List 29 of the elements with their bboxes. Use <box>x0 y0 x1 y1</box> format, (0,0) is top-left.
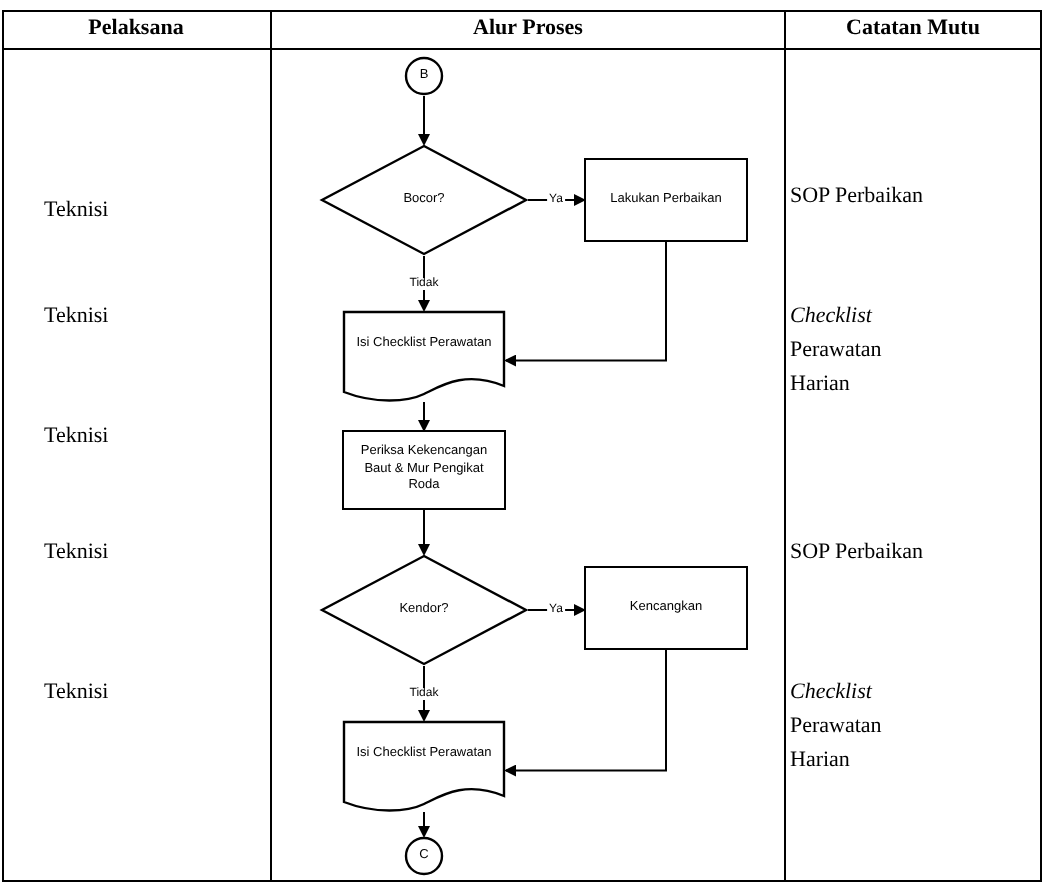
table-text: Teknisi <box>44 422 111 452</box>
connector-circle <box>404 836 444 876</box>
table-text: Checklist Perawatan Harian <box>790 302 884 401</box>
document-shape <box>342 310 506 402</box>
decision-diamond <box>320 144 528 256</box>
column-header: Alur Proses <box>471 16 585 40</box>
table-text: SOP Perbaikan <box>790 182 926 212</box>
process-box <box>342 430 506 510</box>
process-box <box>584 566 748 650</box>
table-text: Teknisi <box>44 302 111 332</box>
column-header: Pelaksana <box>86 16 186 40</box>
column-header: Catatan Mutu <box>844 16 982 40</box>
table-text: Teknisi <box>44 196 111 226</box>
arrow <box>418 95 430 146</box>
arrow <box>527 194 586 206</box>
arrow <box>527 604 586 616</box>
table-text: Checklist Perawatan Harian <box>790 678 884 777</box>
table-text: Teknisi <box>44 678 111 708</box>
table-text: Teknisi <box>44 538 111 568</box>
connector-circle <box>404 56 444 96</box>
arrow <box>504 649 667 777</box>
document-shape <box>342 720 506 812</box>
arrow <box>418 811 430 838</box>
table-text: SOP Perbaikan <box>790 538 926 568</box>
process-box <box>584 158 748 242</box>
arrow <box>418 509 430 556</box>
arrow <box>504 241 667 367</box>
decision-diamond <box>320 554 528 666</box>
arrow <box>418 401 430 432</box>
